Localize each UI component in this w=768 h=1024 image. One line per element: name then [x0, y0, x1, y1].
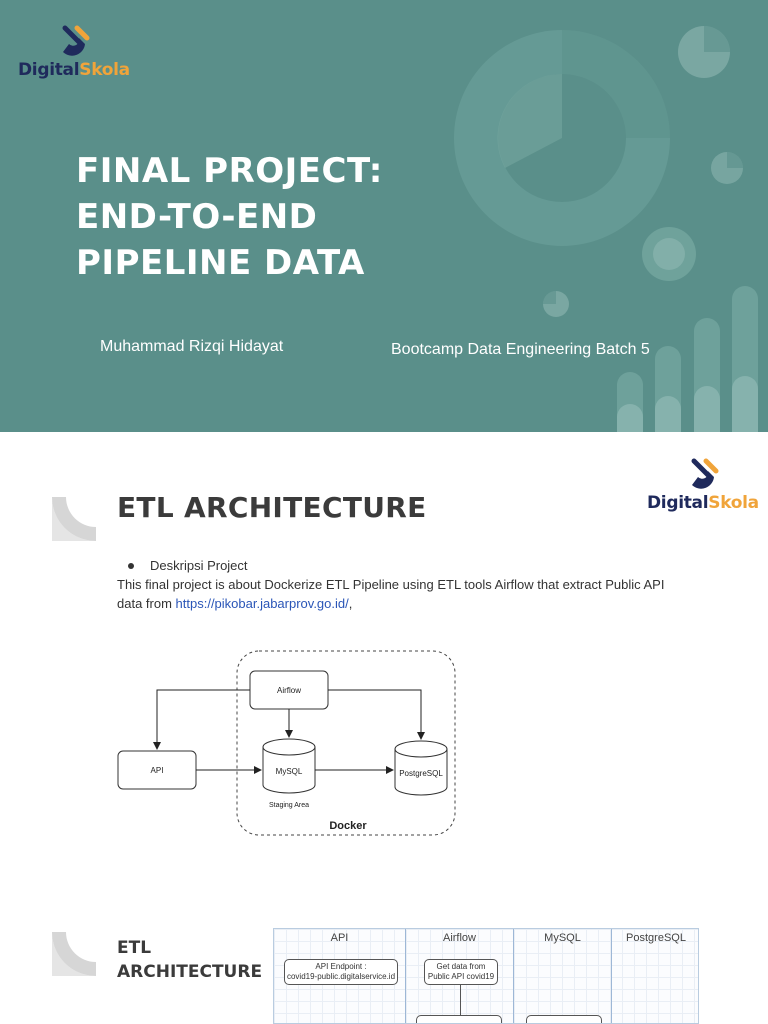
bullet-dot-icon — [128, 562, 134, 569]
postgresql-label: PostgreSQL — [399, 769, 443, 778]
box-line: covid19-public.digitalservice.id — [286, 972, 396, 981]
description-text: This final project is about Dockerize ET… — [117, 577, 665, 611]
bullet-item: Deskripsi Project — [128, 558, 248, 573]
slide-title: ETL ARCHITECTURE — [117, 491, 427, 524]
lane-mysql: MySQL — [514, 929, 612, 1023]
mysql-label: MySQL — [276, 767, 303, 776]
postgresql-node — [394, 740, 448, 796]
title-line: FINAL PROJECT: — [76, 151, 383, 191]
project-description: This final project is about Dockerize ET… — [117, 575, 687, 613]
docker-label: Docker — [329, 820, 367, 832]
arrow-airflow-to-postgresql — [328, 689, 425, 740]
box-line: API Endpoint : — [315, 962, 367, 971]
swimlane-diagram: API API Endpoint : covid19-public.digita… — [273, 928, 699, 1024]
quarter-circle-decoration — [52, 932, 96, 976]
lane-airflow: Airflow Get data from Public API covid19 — [406, 929, 514, 1023]
bullet-text: Deskripsi Project — [150, 558, 248, 573]
lane-header: Airflow — [442, 932, 476, 944]
title-line: ARCHITECTURE — [117, 962, 263, 982]
mysql-next-box — [526, 1015, 602, 1023]
lane-header: PostgreSQL — [626, 932, 686, 944]
get-data-box: Get data from Public API covid19 — [424, 959, 498, 985]
description-suffix: , — [348, 596, 353, 611]
api-label: API — [151, 766, 164, 775]
title-line: ETL — [117, 938, 152, 958]
lane-header: MySQL — [544, 932, 581, 944]
logo-wordmark: DigitalSkola — [647, 493, 759, 513]
title-line: END-TO-END — [76, 197, 318, 237]
slide-title: ETL ARCHITECTURE — [117, 936, 262, 984]
staging-area-label: Staging Area — [269, 802, 309, 809]
airflow-label: Airflow — [277, 686, 301, 695]
flow-connector — [460, 985, 461, 1015]
lane-postgresql: PostgreSQL — [612, 929, 698, 1023]
airflow-next-box — [416, 1015, 502, 1023]
arrow-airflow-to-api — [153, 689, 250, 750]
author-name: Muhammad Rizqi Hidayat — [100, 338, 284, 355]
lane-api: API API Endpoint : covid19-public.digita… — [274, 929, 406, 1023]
mysql-node — [262, 738, 316, 794]
decorative-shapes — [454, 26, 758, 432]
digitalskola-logo: DigitalSkola — [647, 455, 759, 513]
etl-architecture-slide: DigitalSkola ETL ARCHITECTURE Deskripsi … — [0, 433, 768, 897]
etl-architecture-flow-slide: ETL ARCHITECTURE API API Endpoint : covi… — [0, 898, 768, 1024]
lane-header: API — [330, 932, 349, 944]
pikobar-link[interactable]: https://pikobar.jabarprov.go.id/ — [175, 596, 349, 611]
logo-mark-icon — [62, 25, 90, 56]
presentation-title: FINAL PROJECT: END-TO-END PIPELINE DATA — [76, 148, 383, 286]
etl-architecture-diagram: Airflow API MySQL Staging Area PostgreSQ… — [117, 650, 456, 836]
box-line: Get data from — [436, 962, 486, 971]
batch-name: Bootcamp Data Engineering Batch 5 — [391, 341, 650, 358]
logo-wordmark: DigitalSkola — [18, 60, 130, 80]
quarter-circle-decoration — [52, 497, 96, 541]
docker-container — [236, 650, 456, 836]
title-line: PIPELINE DATA — [76, 243, 365, 283]
logo-mark-icon — [691, 458, 719, 489]
digitalskola-logo: DigitalSkola — [18, 22, 130, 80]
title-slide: DigitalSkola FINAL PROJECT: END-TO-END P… — [0, 0, 768, 432]
box-line: Public API covid19 — [427, 972, 495, 981]
api-endpoint-box: API Endpoint : covid19-public.digitalser… — [284, 959, 398, 985]
